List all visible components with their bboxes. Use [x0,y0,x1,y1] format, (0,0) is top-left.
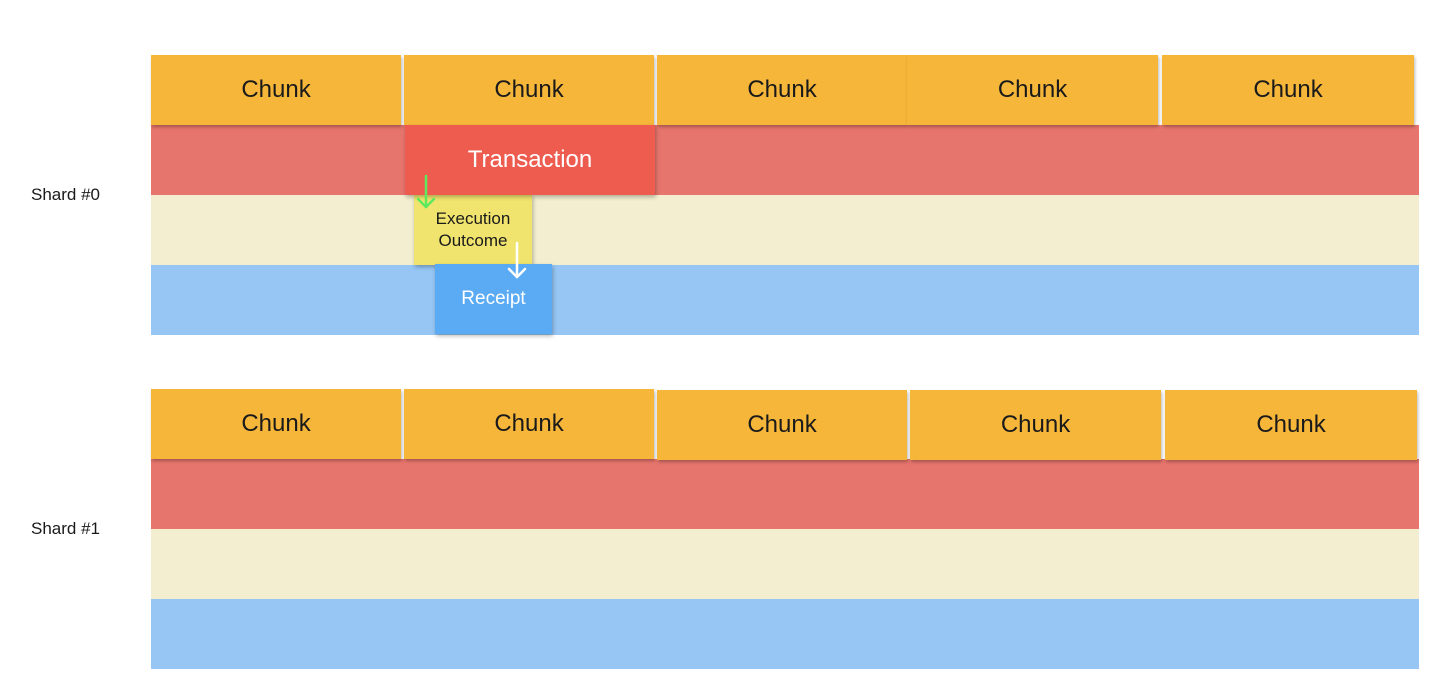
receipt-node: Receipt [435,264,552,334]
execution-outcome-band [151,195,1419,265]
receipt-band [151,599,1419,669]
execution-outcome-band [151,529,1419,599]
chunk: Chunk [404,55,654,125]
execution-outcome-line1: Execution [435,209,511,228]
chunk: Chunk [657,55,907,125]
transaction-label: Transaction [467,146,593,173]
transaction-band [151,459,1419,529]
transaction-node: Transaction [405,125,655,195]
execution-outcome-line2: Outcome [438,231,508,250]
chunk: Chunk [1165,390,1417,460]
execution-outcome-node: Execution Outcome [414,195,532,265]
receipt-band [151,265,1419,335]
receipt-label: Receipt [461,288,526,309]
chunk: Chunk [151,55,401,125]
chunk: Chunk [151,389,401,459]
shard-label: Shard #1 [31,519,100,538]
shard-label: Shard #0 [31,185,100,204]
chunk: Chunk [1162,55,1414,125]
chunk: Chunk [657,390,907,460]
chunk: Chunk [404,389,654,459]
chunk: Chunk [907,55,1158,125]
chunk: Chunk [910,390,1161,460]
transaction-band [151,125,1419,195]
